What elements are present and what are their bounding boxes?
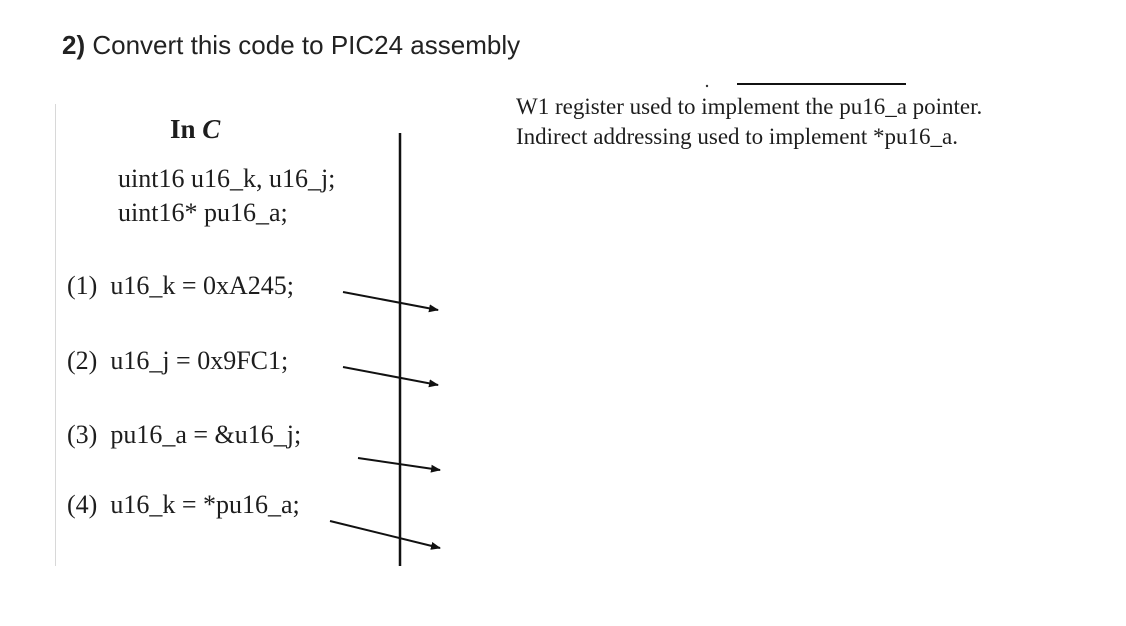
question-text: Convert this code to PIC24 assembly — [92, 30, 521, 60]
statement-3: (3) pu16_a = &u16_j; — [67, 420, 302, 449]
stray-dot — [705, 84, 709, 88]
arrow-statement-1 — [342, 291, 439, 313]
panel-header-language: C — [202, 114, 221, 144]
note-line-2: Indirect addressing used to implement *p… — [516, 124, 959, 149]
note-line-1: W1 register used to implement the pu16_a… — [516, 94, 983, 119]
statement-2: (2) u16_j = 0x9FC1; — [67, 346, 289, 375]
question-heading: 2) Convert this code to PIC24 assembly — [62, 30, 520, 61]
arrow-statement-4 — [329, 520, 441, 550]
statement-1: (1) u16_k = 0xA245; — [67, 271, 294, 300]
code-panel — [55, 104, 451, 566]
panel-header-label: In — [170, 114, 203, 144]
declaration-line-2: uint16* pu16_a; — [118, 198, 288, 227]
question-number: 2) — [62, 30, 86, 60]
arrow-statement-3 — [357, 457, 441, 473]
panel-header: In C — [170, 114, 220, 145]
statement-4: (4) u16_k = *pu16_a; — [67, 490, 300, 519]
arrow-statement-2 — [342, 366, 439, 388]
declaration-line-1: uint16 u16_k, u16_j; — [118, 164, 336, 193]
